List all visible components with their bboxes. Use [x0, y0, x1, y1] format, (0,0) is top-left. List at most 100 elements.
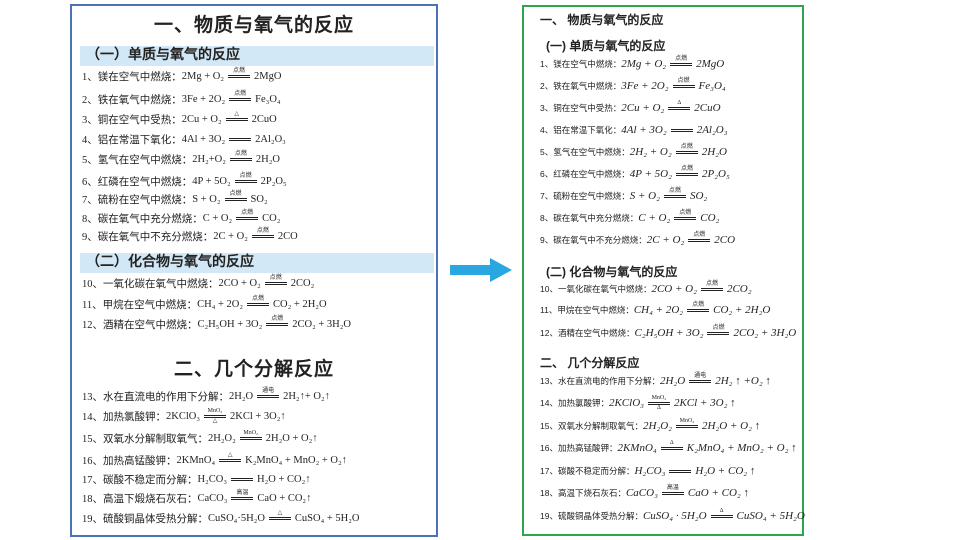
- reactants: 2H₂O: [229, 390, 254, 402]
- reaction-sign: 点燃: [266, 316, 289, 333]
- equals-line: [707, 331, 730, 335]
- products: CO₂ + 2H₂O: [713, 304, 771, 316]
- equals-line: [204, 414, 226, 418]
- products: 2KCl + 3O₂↑: [230, 410, 286, 422]
- condition-above: 点燃: [680, 143, 693, 150]
- reactants: 4Al + 3O₂: [181, 133, 226, 145]
- reaction-sign: MnO₂: [676, 418, 699, 435]
- condition-above: 点燃: [252, 295, 265, 302]
- reaction-sign: 高温: [661, 485, 684, 502]
- reactants: CuSO₄·5H₂O: [208, 512, 265, 524]
- reactants: 4Al + 3O₂: [621, 124, 667, 136]
- reaction-sign: 点燃: [672, 78, 695, 95]
- reactants: H₂CO₃: [634, 465, 666, 477]
- reaction-label: 17、碳酸不稳定而分解：: [540, 466, 635, 476]
- equals-line: [231, 477, 253, 481]
- equation: 2Cu + O₂△2CuO: [182, 111, 277, 128]
- reaction-label: 5、氢气在空气中燃烧：: [540, 147, 630, 157]
- reactants: C₂H₅OH + 3O₂: [634, 327, 704, 339]
- reaction-sign: MnO₂: [239, 430, 262, 447]
- reaction-sign: 点燃: [688, 232, 711, 249]
- reaction-sign: 点燃: [707, 325, 730, 342]
- reaction-label: 9、碳在氧气中不充分燃烧：: [82, 231, 214, 243]
- condition-above: 通电: [694, 372, 707, 379]
- reactants: C + O₂: [202, 212, 233, 224]
- products: 2CO₂ + 3H₂O: [292, 318, 351, 330]
- reaction-label: 16、加热高锰酸钾：: [82, 455, 177, 467]
- reaction-label: 14、加热氯酸钾：: [540, 398, 609, 408]
- products: 2H₂O + O₂↑: [265, 432, 318, 444]
- equals-line: [710, 514, 733, 518]
- condition-above: △: [227, 451, 233, 458]
- reaction-label: 18、高温下烧石灰石：: [540, 488, 626, 498]
- products: 2MgO: [696, 58, 725, 70]
- reaction-sign: 点燃: [687, 302, 710, 319]
- equals-line: [672, 84, 695, 88]
- condition-above: MnO₂: [651, 394, 667, 401]
- products: CaO + CO₂ ↑: [687, 487, 749, 499]
- reaction-sign: 点燃: [228, 68, 251, 85]
- condition-above: 点燃: [241, 209, 254, 216]
- products: CaO + CO₂↑: [257, 492, 312, 504]
- reactants: 3Fe + 2O₂: [181, 93, 226, 105]
- equation: 2H₂O 通电 2H₂ ↑ +O₂ ↑: [660, 373, 771, 390]
- reaction-label: 15、双氧水分解制取氧气：: [82, 433, 208, 445]
- reaction-sign: Δ: [668, 100, 691, 117]
- reaction-label: 7、硫粉在空气中燃烧：: [82, 194, 193, 206]
- products: 2H₂ ↑ +O₂ ↑: [715, 375, 771, 387]
- reaction-label: 2、铁在氧气中燃烧：: [82, 94, 182, 106]
- products: 2CO₂: [290, 277, 315, 289]
- section-heading-2: （二）化合物与氧气的反应: [80, 253, 434, 273]
- products: K₂MnO₄ + MnO₂ + O₂↑: [245, 454, 347, 466]
- reaction-label: 10、一氧化碳在氧气中燃烧：: [82, 278, 219, 290]
- reaction-label: 11、甲烷在空气中燃烧：: [540, 305, 634, 315]
- products: Fe₃O₄: [698, 80, 726, 92]
- equals-line: [257, 394, 280, 398]
- equals-line: [266, 322, 289, 326]
- reaction-sign: MnO₂△: [204, 408, 226, 425]
- reactants: 2KClO₃: [166, 410, 200, 422]
- reaction-label: 3、铜在空气中受热：: [540, 103, 622, 113]
- products: CuSO₄ + 5H₂O: [736, 510, 805, 522]
- reaction-sign: Δ: [660, 440, 683, 457]
- products: 2H₂O: [255, 153, 280, 165]
- reactants: 4P + 5O₂: [192, 175, 231, 187]
- reaction-label: 11、甲烷在空气中燃烧：: [82, 299, 198, 311]
- reactants: 2H₂O: [659, 375, 686, 387]
- reactants: CaCO₃: [197, 492, 228, 504]
- reaction-sign: 点燃: [675, 143, 698, 161]
- equals-line: [229, 137, 252, 141]
- equals-line: [229, 157, 252, 161]
- reactants: 2Mg + O₂: [181, 70, 225, 82]
- reaction-label: 4、铝在常温下氧化：: [540, 125, 622, 135]
- reaction-sign: 点燃: [674, 210, 697, 227]
